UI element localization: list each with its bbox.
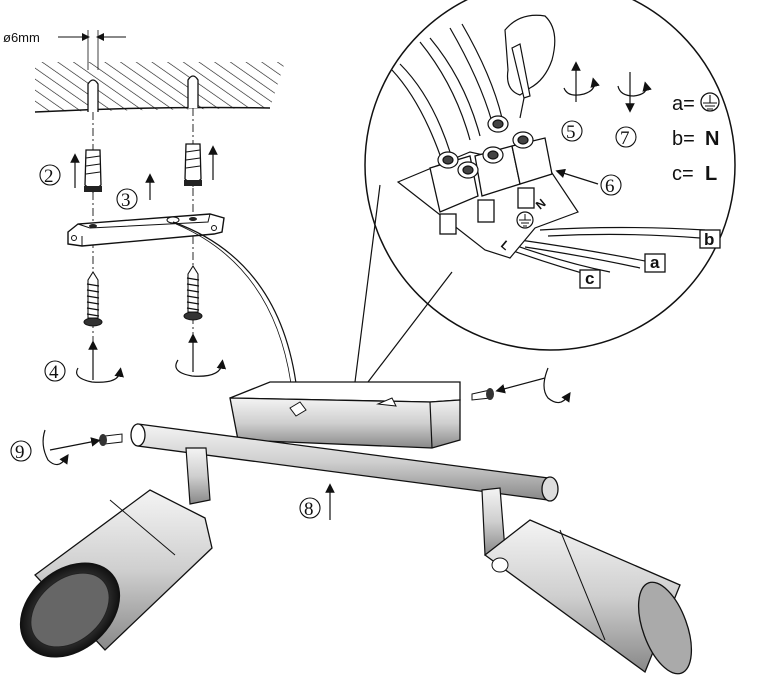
wiring-legend: a= b= N c= L xyxy=(672,92,720,185)
screwdriver-hand xyxy=(504,14,556,119)
svg-text:b: b xyxy=(704,230,714,249)
terminal-block: N L xyxy=(396,115,579,259)
step-5: 5 xyxy=(566,122,576,143)
step-6: 6 xyxy=(605,176,615,197)
svg-text:c: c xyxy=(585,269,594,288)
light-bar xyxy=(130,423,559,502)
canopy-screw xyxy=(471,367,571,404)
wire-label-a: a xyxy=(644,253,666,273)
canopy-box xyxy=(229,381,461,449)
bar-screw xyxy=(42,429,123,466)
wire-label-b: b xyxy=(699,229,721,249)
legend-a: a= xyxy=(672,93,695,115)
legend-c-prefix: c= xyxy=(672,163,694,185)
step-3: 3 xyxy=(121,190,131,211)
dimension-callout: ø6mm xyxy=(3,30,126,70)
wire-label-c: c xyxy=(579,269,601,289)
legend-b-value: N xyxy=(705,128,719,150)
wall-plug-left xyxy=(84,149,102,193)
rotation-arrow-icon xyxy=(76,333,227,383)
screw-right xyxy=(183,264,203,321)
wall-plug-right xyxy=(184,143,202,187)
screw-left xyxy=(83,270,103,327)
svg-text:a: a xyxy=(650,253,660,272)
spotlight-right xyxy=(481,487,693,675)
step-markers xyxy=(10,120,637,519)
step-2: 2 xyxy=(44,166,54,187)
legend-c-value: L xyxy=(705,163,717,185)
step-4: 4 xyxy=(49,362,59,383)
spotlight-left xyxy=(19,447,213,658)
mounting-bracket xyxy=(67,213,225,247)
drill-holes xyxy=(87,75,199,112)
rotation-arrow-icon xyxy=(555,61,652,185)
push-arrow-icon xyxy=(70,145,218,200)
step-7: 7 xyxy=(620,128,630,149)
drill-diameter-label: ø6mm xyxy=(3,30,40,45)
step-9: 9 xyxy=(15,442,25,463)
supply-cable xyxy=(172,221,299,401)
legend-b-prefix: b= xyxy=(672,128,695,150)
step-8: 8 xyxy=(304,499,314,520)
ceiling xyxy=(34,62,285,113)
